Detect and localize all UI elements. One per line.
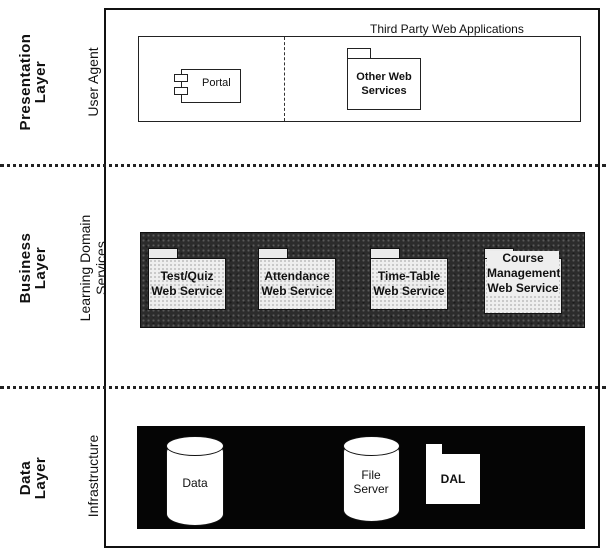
service-label: Time-Table Web Service [373,269,445,298]
package-tab-icon [148,248,178,258]
package-tab-icon [426,444,442,454]
file-server-icon-top [343,436,400,456]
infrastructure-label: Infrastructure [85,434,101,518]
other-web-services-package: Other Web Services [347,58,421,110]
portal-label: Portal [202,77,231,89]
dal-package: DAL [426,454,480,504]
learning-domain-services-label: Learning Domain Services [77,214,109,322]
package-tab-icon [347,48,371,58]
layer-separator-presentation-business [0,164,606,167]
data-layer-label: Data Layer [17,456,49,500]
test-quiz-web-service: Test/Quiz Web Service [148,258,226,310]
diagram-frame [104,8,600,548]
other-web-services-label: Other Web Services [356,71,412,97]
service-label: Test/Quiz Web Service [151,269,223,298]
service-label: Attendance Web Service [261,269,333,298]
course-management-web-service: Course Management Web Service [484,251,562,314]
data-label: Data [182,476,208,490]
third-party-web-applications-label: Third Party Web Applications [370,22,524,36]
file-server-label: File Server [353,468,389,496]
attendance-web-service: Attendance Web Service [258,258,336,310]
component-tab-icon [174,87,188,95]
component-tab-icon [174,74,188,82]
user-agent-label: User Agent [85,47,101,117]
package-tab-icon [258,248,288,258]
package-tab-icon [370,248,400,258]
business-layer-label: Business Layer [17,232,49,304]
time-table-web-service: Time-Table Web Service [370,258,448,310]
dal-label: DAL [440,472,466,486]
presentation-layer-label: Presentation Layer [17,33,49,131]
user-agent-divider [284,37,285,121]
portal-component-icon [181,69,241,103]
service-label: Course Management Web Service [487,251,561,296]
database-icon-top [166,436,224,456]
layer-separator-business-data [0,386,606,389]
